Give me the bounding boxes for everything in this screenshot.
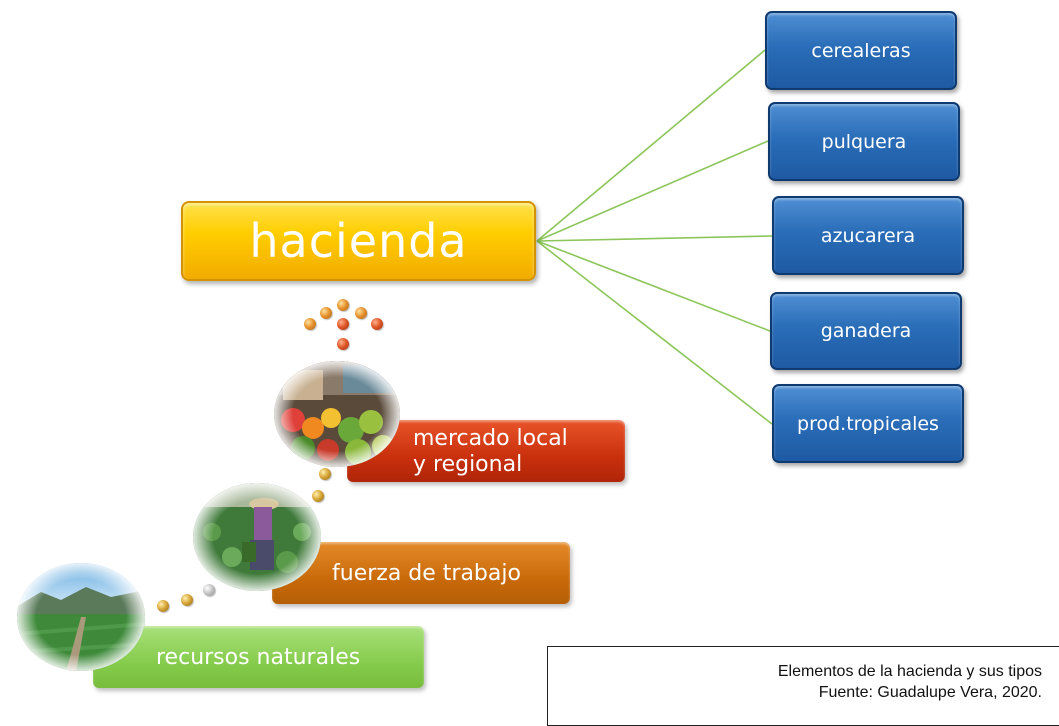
caption-title: Elementos de la hacienda y sus tipos bbox=[777, 663, 1042, 680]
dot-icon bbox=[320, 307, 332, 319]
element-label: recursos naturales bbox=[156, 644, 361, 670]
dot-icon bbox=[181, 594, 193, 606]
dot-icon bbox=[203, 584, 215, 596]
dot-icon bbox=[371, 318, 383, 330]
type-node-cerealeras: cerealeras bbox=[765, 11, 957, 90]
element-bar-recursos: recursos naturales bbox=[93, 626, 424, 688]
connector-prod-tropicales bbox=[536, 240, 773, 425]
type-label: pulquera bbox=[821, 130, 907, 153]
dot-icon bbox=[355, 307, 367, 319]
type-label: ganadera bbox=[820, 320, 912, 342]
connector-cerealeras bbox=[536, 49, 766, 242]
type-node-pulquera: pulquera bbox=[768, 102, 960, 181]
dot-icon bbox=[337, 338, 349, 350]
hacienda-node: hacienda bbox=[181, 201, 536, 281]
type-label: prod.tropicales bbox=[797, 412, 939, 435]
connector-ganadera bbox=[536, 240, 771, 332]
dot-icon bbox=[304, 318, 316, 330]
connector-pulquera bbox=[536, 140, 769, 242]
element-label-line2: y regional bbox=[413, 452, 523, 477]
connector-azucarera bbox=[536, 235, 773, 242]
dot-icon bbox=[157, 600, 169, 612]
dot-icon bbox=[337, 318, 349, 330]
type-label: azucarera bbox=[820, 224, 916, 247]
landscape-photo bbox=[17, 563, 145, 671]
dot-icon bbox=[312, 490, 324, 502]
element-label: fuerza de trabajo bbox=[332, 560, 521, 586]
hacienda-label: hacienda bbox=[249, 214, 468, 268]
type-label: cerealeras bbox=[811, 39, 911, 62]
caption-box: Elementos de la hacienda y sus tipos Fue… bbox=[547, 646, 1059, 726]
type-node-azucarera: azucarera bbox=[772, 196, 964, 275]
type-node-prod-tropicales: prod.tropicales bbox=[772, 384, 964, 463]
element-bar-fuerza: fuerza de trabajo bbox=[272, 542, 570, 604]
dot-icon bbox=[337, 299, 349, 311]
dot-icon bbox=[319, 468, 331, 480]
farm-worker-photo bbox=[193, 483, 321, 591]
type-node-ganadera: ganadera bbox=[770, 292, 962, 370]
caption-source: Fuente: Guadalupe Vera, 2020. bbox=[818, 684, 1042, 701]
element-label-line1: mercado local bbox=[413, 426, 568, 451]
market-stall-photo bbox=[274, 361, 400, 467]
